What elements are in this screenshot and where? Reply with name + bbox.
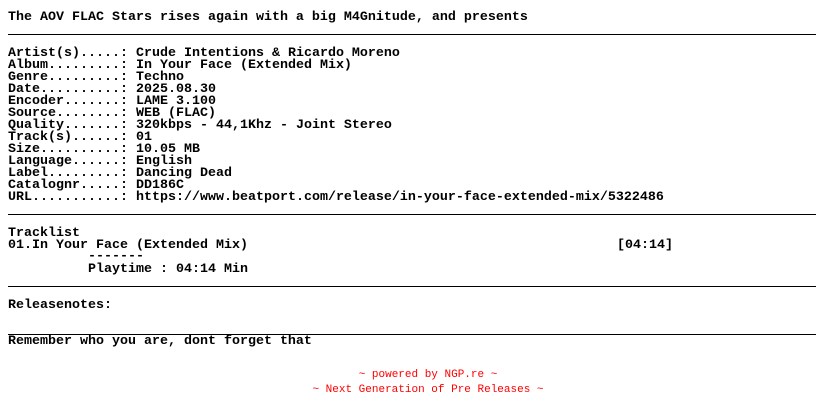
releasenotes-heading: Releasenotes: bbox=[8, 298, 112, 313]
info-row: Catalognr.....: DD186C bbox=[8, 178, 184, 193]
info-label: Encoder.......: bbox=[8, 94, 136, 109]
divider bbox=[8, 286, 816, 287]
info-label: Label.........: bbox=[8, 166, 136, 181]
info-value: DD186C bbox=[135, 178, 184, 193]
info-value: 2025.08.30 bbox=[135, 82, 216, 97]
info-label: Language......: bbox=[8, 154, 136, 169]
info-row: Date..........: 2025.08.30 bbox=[8, 82, 216, 97]
track-title: 01.In Your Face (Extended Mix) bbox=[8, 238, 248, 253]
info-row: Quality.......: 320kbps - 44,1Khz - Join… bbox=[8, 118, 392, 133]
info-value: Dancing Dead bbox=[135, 166, 232, 181]
info-label: Quality.......: bbox=[8, 118, 136, 133]
divider bbox=[8, 214, 816, 215]
info-row: URL...........: https://www.beatport.com… bbox=[8, 190, 664, 205]
release-header: The AOV FLAC Stars rises again with a bi… bbox=[8, 10, 528, 25]
info-value: Techno bbox=[135, 70, 184, 85]
info-row: Artist(s).....: Crude Intentions & Ricar… bbox=[8, 46, 400, 61]
info-row: Size..........: 10.05 MB bbox=[8, 142, 200, 157]
info-value: https://www.beatport.com/release/in-your… bbox=[135, 190, 664, 205]
info-label: Size..........: bbox=[8, 142, 136, 157]
info-value: WEB (FLAC) bbox=[135, 106, 216, 121]
info-label: Track(s)......: bbox=[8, 130, 136, 145]
info-value: English bbox=[135, 154, 192, 169]
info-value: LAME 3.100 bbox=[135, 94, 216, 109]
info-label: Catalognr.....: bbox=[8, 178, 136, 193]
info-row: Album.........: In Your Face (Extended M… bbox=[8, 58, 352, 73]
info-row: Genre.........: Techno bbox=[8, 70, 184, 85]
info-row: Label.........: Dancing Dead bbox=[8, 166, 232, 181]
footer-tagline: ~ Next Generation of Pre Releases ~ bbox=[312, 384, 544, 396]
release-note: Remember who you are, dont forget that bbox=[8, 334, 312, 349]
info-value: 320kbps - 44,1Khz - Joint Stereo bbox=[135, 118, 392, 133]
info-value: Crude Intentions & Ricardo Moreno bbox=[135, 46, 400, 61]
divider bbox=[8, 334, 816, 335]
playtime: Playtime : 04:14 Min bbox=[88, 262, 248, 277]
info-label: Source........: bbox=[8, 106, 136, 121]
footer-powered-by: ~ powered by NGP.re ~ bbox=[358, 369, 498, 381]
info-label: URL...........: bbox=[8, 190, 136, 205]
info-label: Artist(s).....: bbox=[8, 46, 136, 61]
track-duration: [04:14] bbox=[617, 238, 673, 253]
info-label: Genre.........: bbox=[8, 70, 136, 85]
info-row: Track(s)......: 01 bbox=[8, 130, 152, 145]
separator: ------- bbox=[88, 249, 144, 264]
info-label: Album.........: bbox=[8, 58, 136, 73]
tracklist-heading: Tracklist bbox=[8, 226, 80, 241]
info-label: Date..........: bbox=[8, 82, 136, 97]
info-value: In Your Face (Extended Mix) bbox=[135, 58, 352, 73]
info-row: Language......: English bbox=[8, 154, 192, 169]
info-value: 10.05 MB bbox=[135, 142, 200, 157]
info-row: Encoder.......: LAME 3.100 bbox=[8, 94, 216, 109]
info-value: 01 bbox=[135, 130, 152, 145]
divider bbox=[8, 34, 816, 35]
info-row: Source........: WEB (FLAC) bbox=[8, 106, 216, 121]
